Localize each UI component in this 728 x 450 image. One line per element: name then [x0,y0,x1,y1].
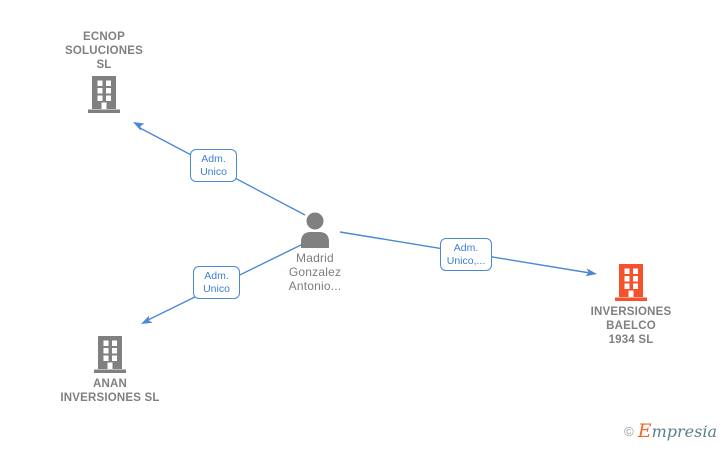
edge-person-ecnop-label[interactable]: Adm. Unico [190,149,237,182]
building-icon-wrapper[interactable] [24,74,184,114]
brand-initial: E [637,420,652,442]
graph-node-anan[interactable]: ANAN INVERSIONES SL [30,334,190,405]
edge-person-ecnop-arrowhead [133,122,145,131]
node-label-baelco: INVERSIONES BAELCO 1934 SL [590,306,672,346]
watermark: © E mpresia [624,422,717,441]
edge-person-baelco-label[interactable]: Adm. Unico,... [440,238,492,271]
copyright-symbol: © [624,424,634,439]
graph-node-person[interactable]: Madrid Gonzalez Antonio... [235,208,395,293]
node-label-ecnop: ECNOP SOLUCIONES SL [64,31,144,71]
graph-node-baelco[interactable]: INVERSIONES BAELCO 1934 SL [551,262,711,347]
building-icon [88,76,120,113]
building-icon-wrapper[interactable] [551,262,711,302]
node-label-person: Madrid Gonzalez Antonio... [288,251,342,293]
building-icon-wrapper[interactable] [30,334,190,374]
building-icon [94,336,126,373]
brand-name: mpresia [651,421,717,441]
person-icon [301,212,329,248]
edge-person-anan-label[interactable]: Adm. Unico [193,266,240,299]
edge-person-baelco-arrowhead [585,268,597,277]
graph-node-ecnop[interactable]: ECNOP SOLUCIONES SL [24,30,184,114]
building-icon [615,264,647,301]
edge-person-anan-arrowhead [141,315,153,324]
person-icon-wrapper[interactable] [235,208,395,248]
node-label-anan: ANAN INVERSIONES SL [60,378,160,404]
